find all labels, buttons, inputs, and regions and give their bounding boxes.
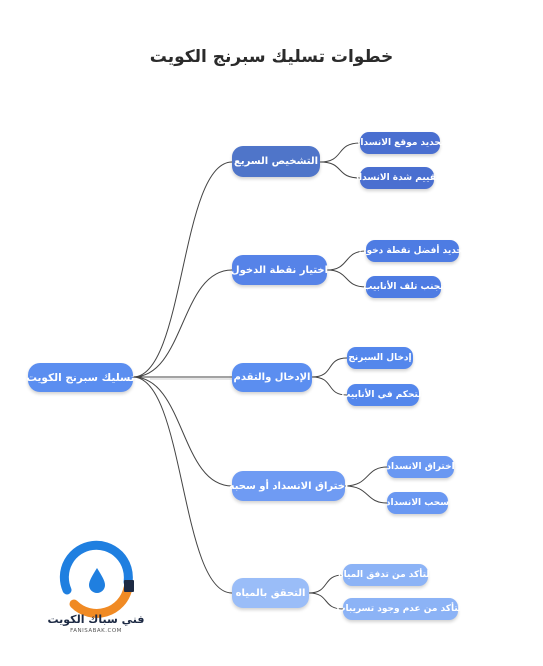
- leaf-node-locate-blockage: تحديد موقع الانسداد: [356, 132, 444, 154]
- root-node: تسليك سبرنج الكويت: [26, 363, 135, 392]
- link-branch-0-leaf-1: [319, 161, 361, 179]
- logo-website: FANISABAK.COM: [70, 628, 122, 634]
- link-branch-4-leaf-1: [308, 592, 344, 610]
- branch-node-breakthrough: اختراق الانسداد أو سحبه: [229, 471, 348, 501]
- leaf-label: سحب الانسداد: [385, 498, 450, 508]
- leaf-node-check-flow: التأكد من تدفق المياه: [338, 564, 433, 586]
- leaf-node-break-blockage: اختراق الانسداد: [386, 456, 455, 478]
- branch-label: اختيار نقطة الدخول: [230, 264, 329, 276]
- branch-node-water-check: التحقق بالمياه: [232, 578, 309, 608]
- leaf-label: التأكد من عدم وجود تسريبات: [336, 604, 465, 614]
- leaf-label: تحديد موقع الانسداد: [355, 138, 445, 148]
- branch-node-entry-point: اختيار نقطة الدخول: [230, 255, 329, 285]
- link-branch-0-leaf-0: [319, 142, 361, 163]
- branch-label: اختراق الانسداد أو سحبه: [228, 480, 349, 492]
- link-branch-2-leaf-0: [311, 357, 348, 378]
- branch-node-insertion: الإدخال والتقدم: [232, 363, 312, 392]
- link-root-branch-4: [132, 376, 233, 594]
- branch-node-diagnosis: التشخيص السريع: [232, 146, 320, 177]
- leaf-node-check-leaks: التأكد من عدم وجود تسريبات: [336, 598, 465, 620]
- link-branch-2-leaf-1: [311, 376, 348, 396]
- leaf-label: التأكد من تدفق المياه: [338, 570, 433, 580]
- link-branch-1-leaf-1: [326, 269, 367, 288]
- water-drop-icon: [89, 568, 105, 593]
- leaf-label: تجنب تلف الأنابيب: [363, 282, 444, 292]
- branch-label: التشخيص السريع: [233, 156, 319, 167]
- logo-name: فني سباك الكويت: [47, 613, 145, 626]
- leaf-node-best-entry: تحديد أفضل نقطة دخول: [359, 240, 466, 262]
- leaf-label: اختراق الانسداد: [386, 462, 455, 472]
- leaf-node-pipe-control: التحكم في الأنابيب: [341, 384, 425, 406]
- link-root-branch-0: [132, 161, 233, 378]
- root-label: تسليك سبرنج الكويت: [26, 371, 135, 384]
- leaf-label: تقييم شدة الانسداد: [354, 173, 440, 183]
- link-branch-3-leaf-0: [344, 466, 388, 487]
- link-root-branch-3: [132, 376, 233, 487]
- link-branch-1-leaf-0: [326, 250, 367, 271]
- leaf-label: التحكم في الأنابيب: [341, 390, 425, 400]
- link-branch-3-leaf-1: [344, 485, 388, 504]
- leaf-node-assess-severity: تقييم شدة الانسداد: [354, 167, 440, 189]
- link-root-branch-1: [132, 269, 233, 378]
- branch-label: التحقق بالمياه: [235, 587, 306, 599]
- leaf-node-avoid-pipe-damage: تجنب تلف الأنابيب: [363, 276, 444, 298]
- link-branch-4-leaf-0: [308, 574, 344, 594]
- leaf-node-pull-blockage: سحب الانسداد: [385, 492, 450, 514]
- leaf-node-insert-spring: إدخال السبرنج: [347, 347, 413, 369]
- company-logo: [59, 540, 134, 618]
- leaf-label: إدخال السبرنج: [348, 353, 412, 363]
- diagram-title: خطوات تسليك سبرنج الكويت: [149, 47, 394, 67]
- branch-label: الإدخال والتقدم: [233, 372, 311, 383]
- leaf-label: تحديد أفضل نقطة دخول: [358, 246, 467, 256]
